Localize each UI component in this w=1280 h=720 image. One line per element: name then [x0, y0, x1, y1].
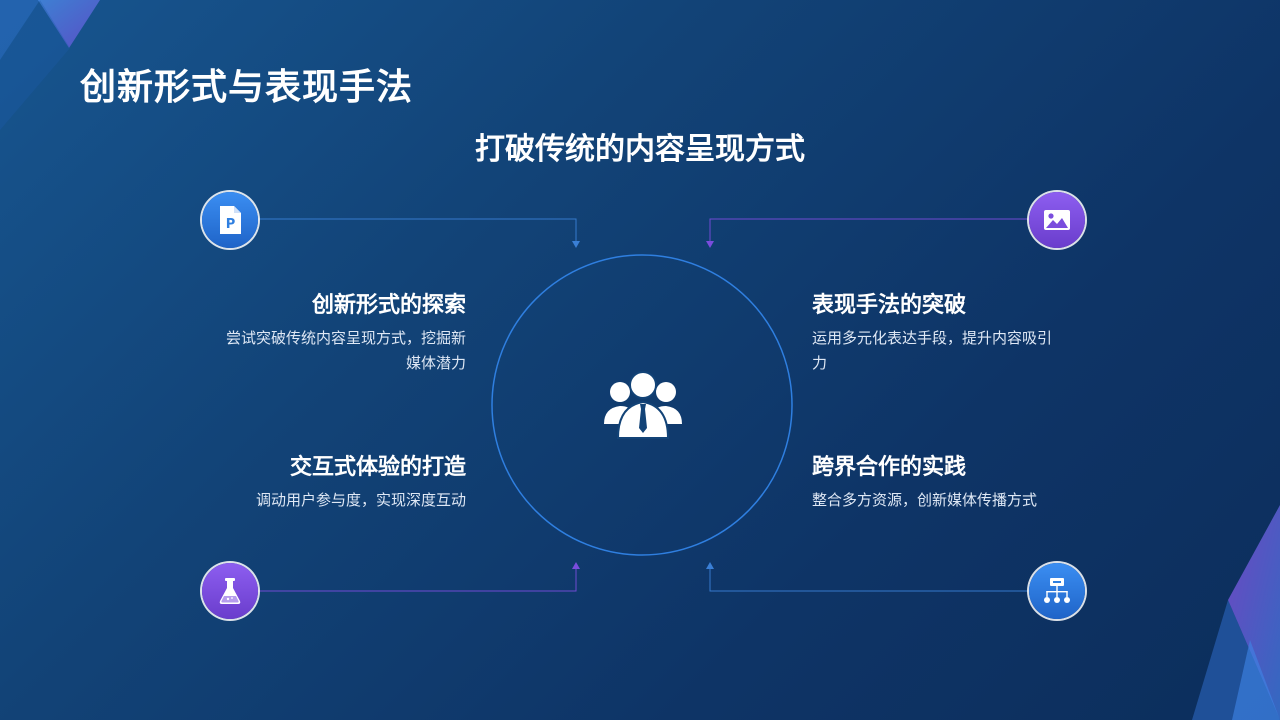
document-p-icon: P	[202, 192, 258, 248]
heading-innovation-exploration: 创新形式的探索	[311, 293, 466, 318]
flask-icon	[202, 563, 258, 619]
team-icon	[600, 368, 686, 444]
description-crossover-practice: 整合多方资源，创新媒体传播方式	[812, 491, 1038, 509]
heading-expression-breakthrough: 表现手法的突破	[812, 293, 967, 318]
description-expression-breakthrough: 运用多元化表达手段，提升内容吸引 力	[812, 329, 1053, 372]
center-ring	[491, 254, 793, 556]
description-interactive-experience: 调动用户参与度，实现深度互动	[255, 491, 466, 509]
hierarchy-icon	[1029, 563, 1085, 619]
svg-text:P: P	[226, 217, 236, 232]
image-icon	[1029, 192, 1085, 248]
description-innovation-exploration: 尝试突破传统内容呈现方式，挖掘新 媒体潜力	[225, 329, 466, 372]
heading-interactive-experience: 交互式体验的打造	[289, 455, 466, 480]
section-subtitle: 打破传统的内容呈现方式	[475, 132, 805, 167]
page-title: 创新形式与表现手法	[80, 67, 414, 108]
heading-crossover-practice: 跨界合作的实践	[812, 455, 967, 480]
